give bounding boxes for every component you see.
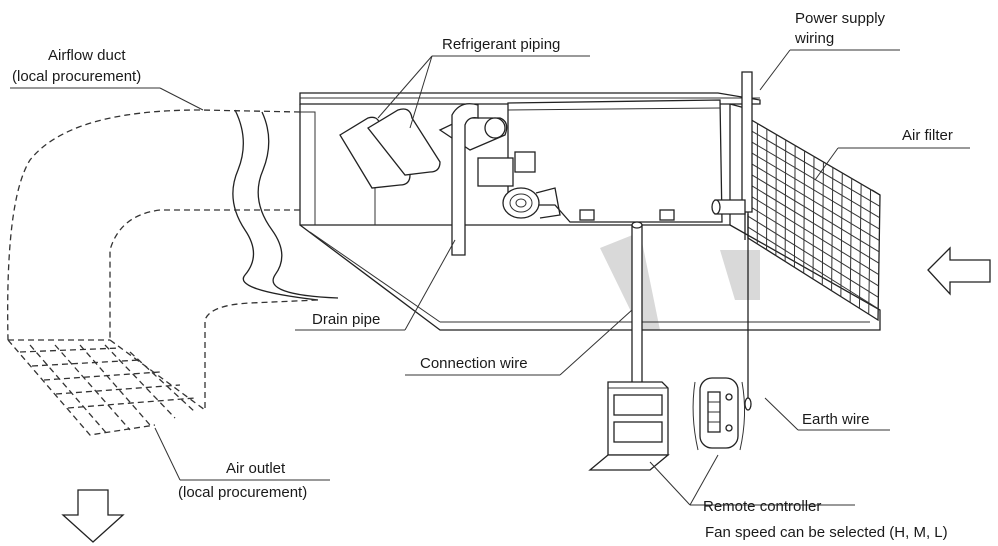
label-earth-wire: Earth wire xyxy=(802,411,870,428)
filter-mesh-line xyxy=(747,128,881,207)
label-remote-controller: Remote controller xyxy=(703,498,822,515)
label-air-outlet: Air outlet xyxy=(226,460,286,477)
filter-mesh-line xyxy=(784,139,787,262)
label-power-supply: Power supply xyxy=(795,10,886,27)
filter-mesh-line xyxy=(747,215,879,298)
filter-mesh-line xyxy=(747,150,880,230)
label-air-filter: Air filter xyxy=(902,127,953,144)
air-filter-mesh xyxy=(747,123,881,315)
filter-mesh-line xyxy=(747,139,880,219)
filter-mesh-line xyxy=(747,161,880,241)
filter-mesh-line xyxy=(747,172,880,253)
label-power-supply-wiring: wiring xyxy=(795,30,835,47)
drain-hose xyxy=(232,109,339,301)
label-drain-pipe: Drain pipe xyxy=(312,311,381,328)
label-airflow-duct-sub: (local procurement) xyxy=(12,68,142,85)
airflow-duct-outline xyxy=(7,109,319,436)
filter-mesh-line xyxy=(793,145,796,268)
filter-mesh-line xyxy=(821,161,824,285)
air-outflow-arrow xyxy=(61,489,125,543)
filter-mesh-line xyxy=(831,167,834,291)
refrigerant-pipes xyxy=(339,103,508,256)
filter-mesh-line xyxy=(868,189,872,315)
filter-mesh-line xyxy=(812,156,815,280)
ceiling-shadow xyxy=(600,232,760,330)
filter-mesh-line xyxy=(747,183,880,264)
filter-mesh-line xyxy=(803,150,806,274)
filter-mesh-line xyxy=(849,178,853,303)
label-air-outlet-sub: (local procurement) xyxy=(178,484,308,501)
handheld-remote-controller xyxy=(692,377,746,451)
indoor-unit-body xyxy=(299,92,881,331)
connection-wire xyxy=(631,221,643,386)
filter-mesh-line xyxy=(747,226,879,310)
label-fan-speed: Fan speed can be selected (H, M, L) xyxy=(705,524,948,541)
filter-mesh-line xyxy=(747,193,879,275)
air-intake-arrow xyxy=(927,246,991,296)
filter-mesh-line xyxy=(840,172,843,297)
filter-mesh-line xyxy=(858,183,862,309)
wired-remote-controller xyxy=(588,381,670,471)
label-airflow-duct: Airflow duct xyxy=(48,47,126,64)
filter-mesh-line xyxy=(747,204,879,287)
label-connection-wire: Connection wire xyxy=(420,355,528,372)
label-refrigerant-piping: Refrigerant piping xyxy=(442,36,561,53)
leader-lines xyxy=(10,49,970,506)
power-supply-conduit xyxy=(711,71,753,411)
